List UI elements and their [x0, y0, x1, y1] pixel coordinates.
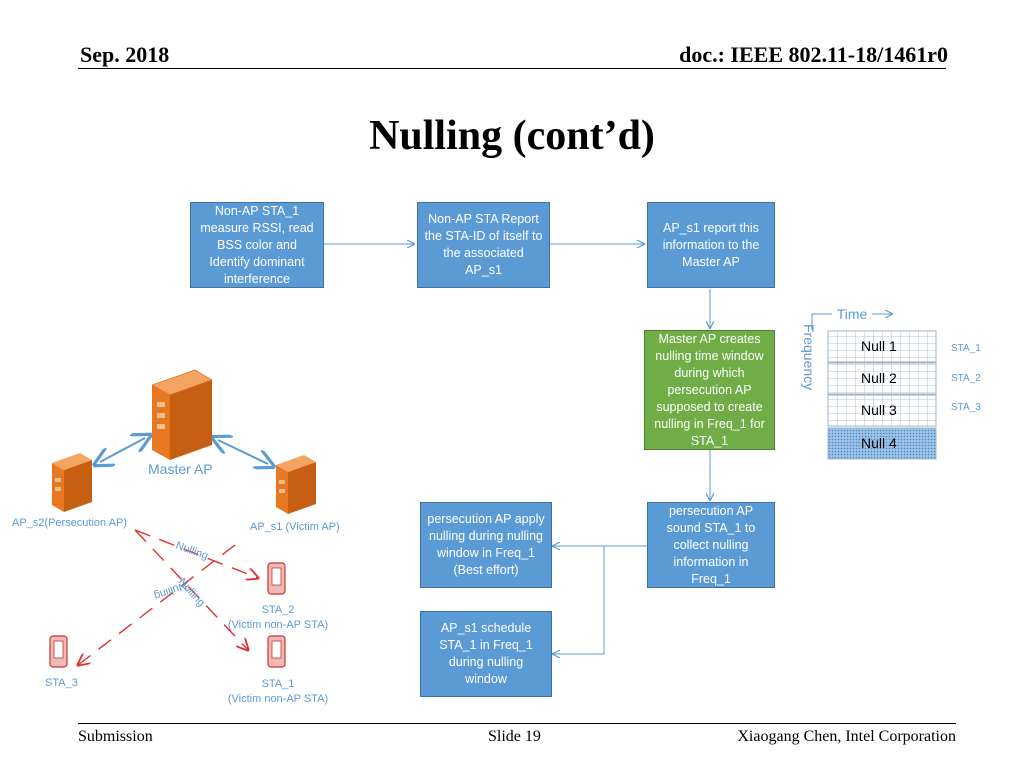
label-sta1-name: STA_1 [261, 678, 295, 690]
link-master-ap-s1 [218, 440, 268, 464]
master-ap-server-icon [151, 369, 213, 460]
label-sta2-name: STA_2 [261, 604, 295, 616]
box-persecution-sound: persecution AP sound STA_1 to collect nu… [647, 502, 775, 588]
header-date: Sep. 2018 [80, 42, 170, 67]
sta1-phone-icon [267, 635, 286, 668]
lane-null-2 [827, 362, 937, 395]
slide-title: Nulling (cont’d) [369, 113, 655, 159]
link-master-ap-s2 [100, 438, 145, 462]
label-sta1: STA_1 (Victim non-AP STA) [222, 677, 334, 707]
sta3-phone-icon [49, 635, 68, 668]
label-sta2: STA_2 (Victim non-AP STA) [222, 603, 334, 633]
nulling-label-3: Nulling [152, 579, 188, 602]
time-axis-label: Time [837, 306, 868, 322]
label-sta1-desc: (Victim non-AP STA) [227, 693, 329, 705]
footer-slide-number: Slide 19 [488, 728, 541, 745]
footer-submission: Submission [78, 728, 153, 745]
label-sta2-desc: (Victim non-AP STA) [227, 619, 329, 631]
nulling-label-1: Nulling [174, 540, 210, 563]
box-master-ap-creates: Master AP creates nulling time window du… [644, 330, 775, 450]
lane-label-null-2: Null 2 [861, 370, 897, 386]
lane-null-4 [827, 427, 937, 460]
label-master-ap: Master AP [148, 461, 213, 477]
label-ap-s2: AP_s2(Persecution AP) [12, 517, 127, 529]
lane-null-1 [827, 330, 937, 363]
ap-s1-server-icon [276, 455, 316, 514]
box-ap-s1-schedule: AP_s1 schedule STA_1 in Freq_1 during nu… [420, 611, 552, 697]
lane-sta-2: STA_2 [951, 373, 981, 384]
lane-label-null-1: Null 1 [861, 338, 897, 354]
box-persecution-apply: persecution AP apply nulling during null… [420, 502, 552, 588]
lane-sta-1: STA_1 [951, 343, 981, 354]
box-ap-s1-report: AP_s1 report this information to the Mas… [647, 202, 775, 288]
footer-author: Xiaogang Chen, Intel Corporation [737, 728, 956, 745]
nulling-line-sta1 [134, 529, 248, 650]
label-sta3: STA_3 [45, 677, 78, 689]
nulling-line-sta3 [78, 544, 236, 665]
lane-label-null-4: Null 4 [861, 435, 897, 451]
lane-label-null-3: Null 3 [861, 402, 897, 418]
ap-s2-server-icon [52, 453, 92, 512]
lane-sta-3: STA_3 [951, 402, 981, 413]
frequency-axis-label: Frequency [801, 324, 817, 390]
footer-divider [78, 723, 956, 724]
label-ap-s1: AP_s1 (Victim AP) [250, 521, 340, 533]
header-divider [78, 68, 946, 69]
box-sta-report: Non-AP STA Report the STA-ID of itself t… [417, 202, 550, 288]
sta2-phone-icon [267, 562, 286, 595]
nulling-line-sta2 [134, 529, 258, 578]
lane-null-3 [827, 394, 937, 427]
box-sta1-measure: Non-AP STA_1 measure RSSI, read BSS colo… [190, 202, 324, 288]
header-doc-id: doc.: IEEE 802.11-18/1461r0 [679, 42, 948, 67]
